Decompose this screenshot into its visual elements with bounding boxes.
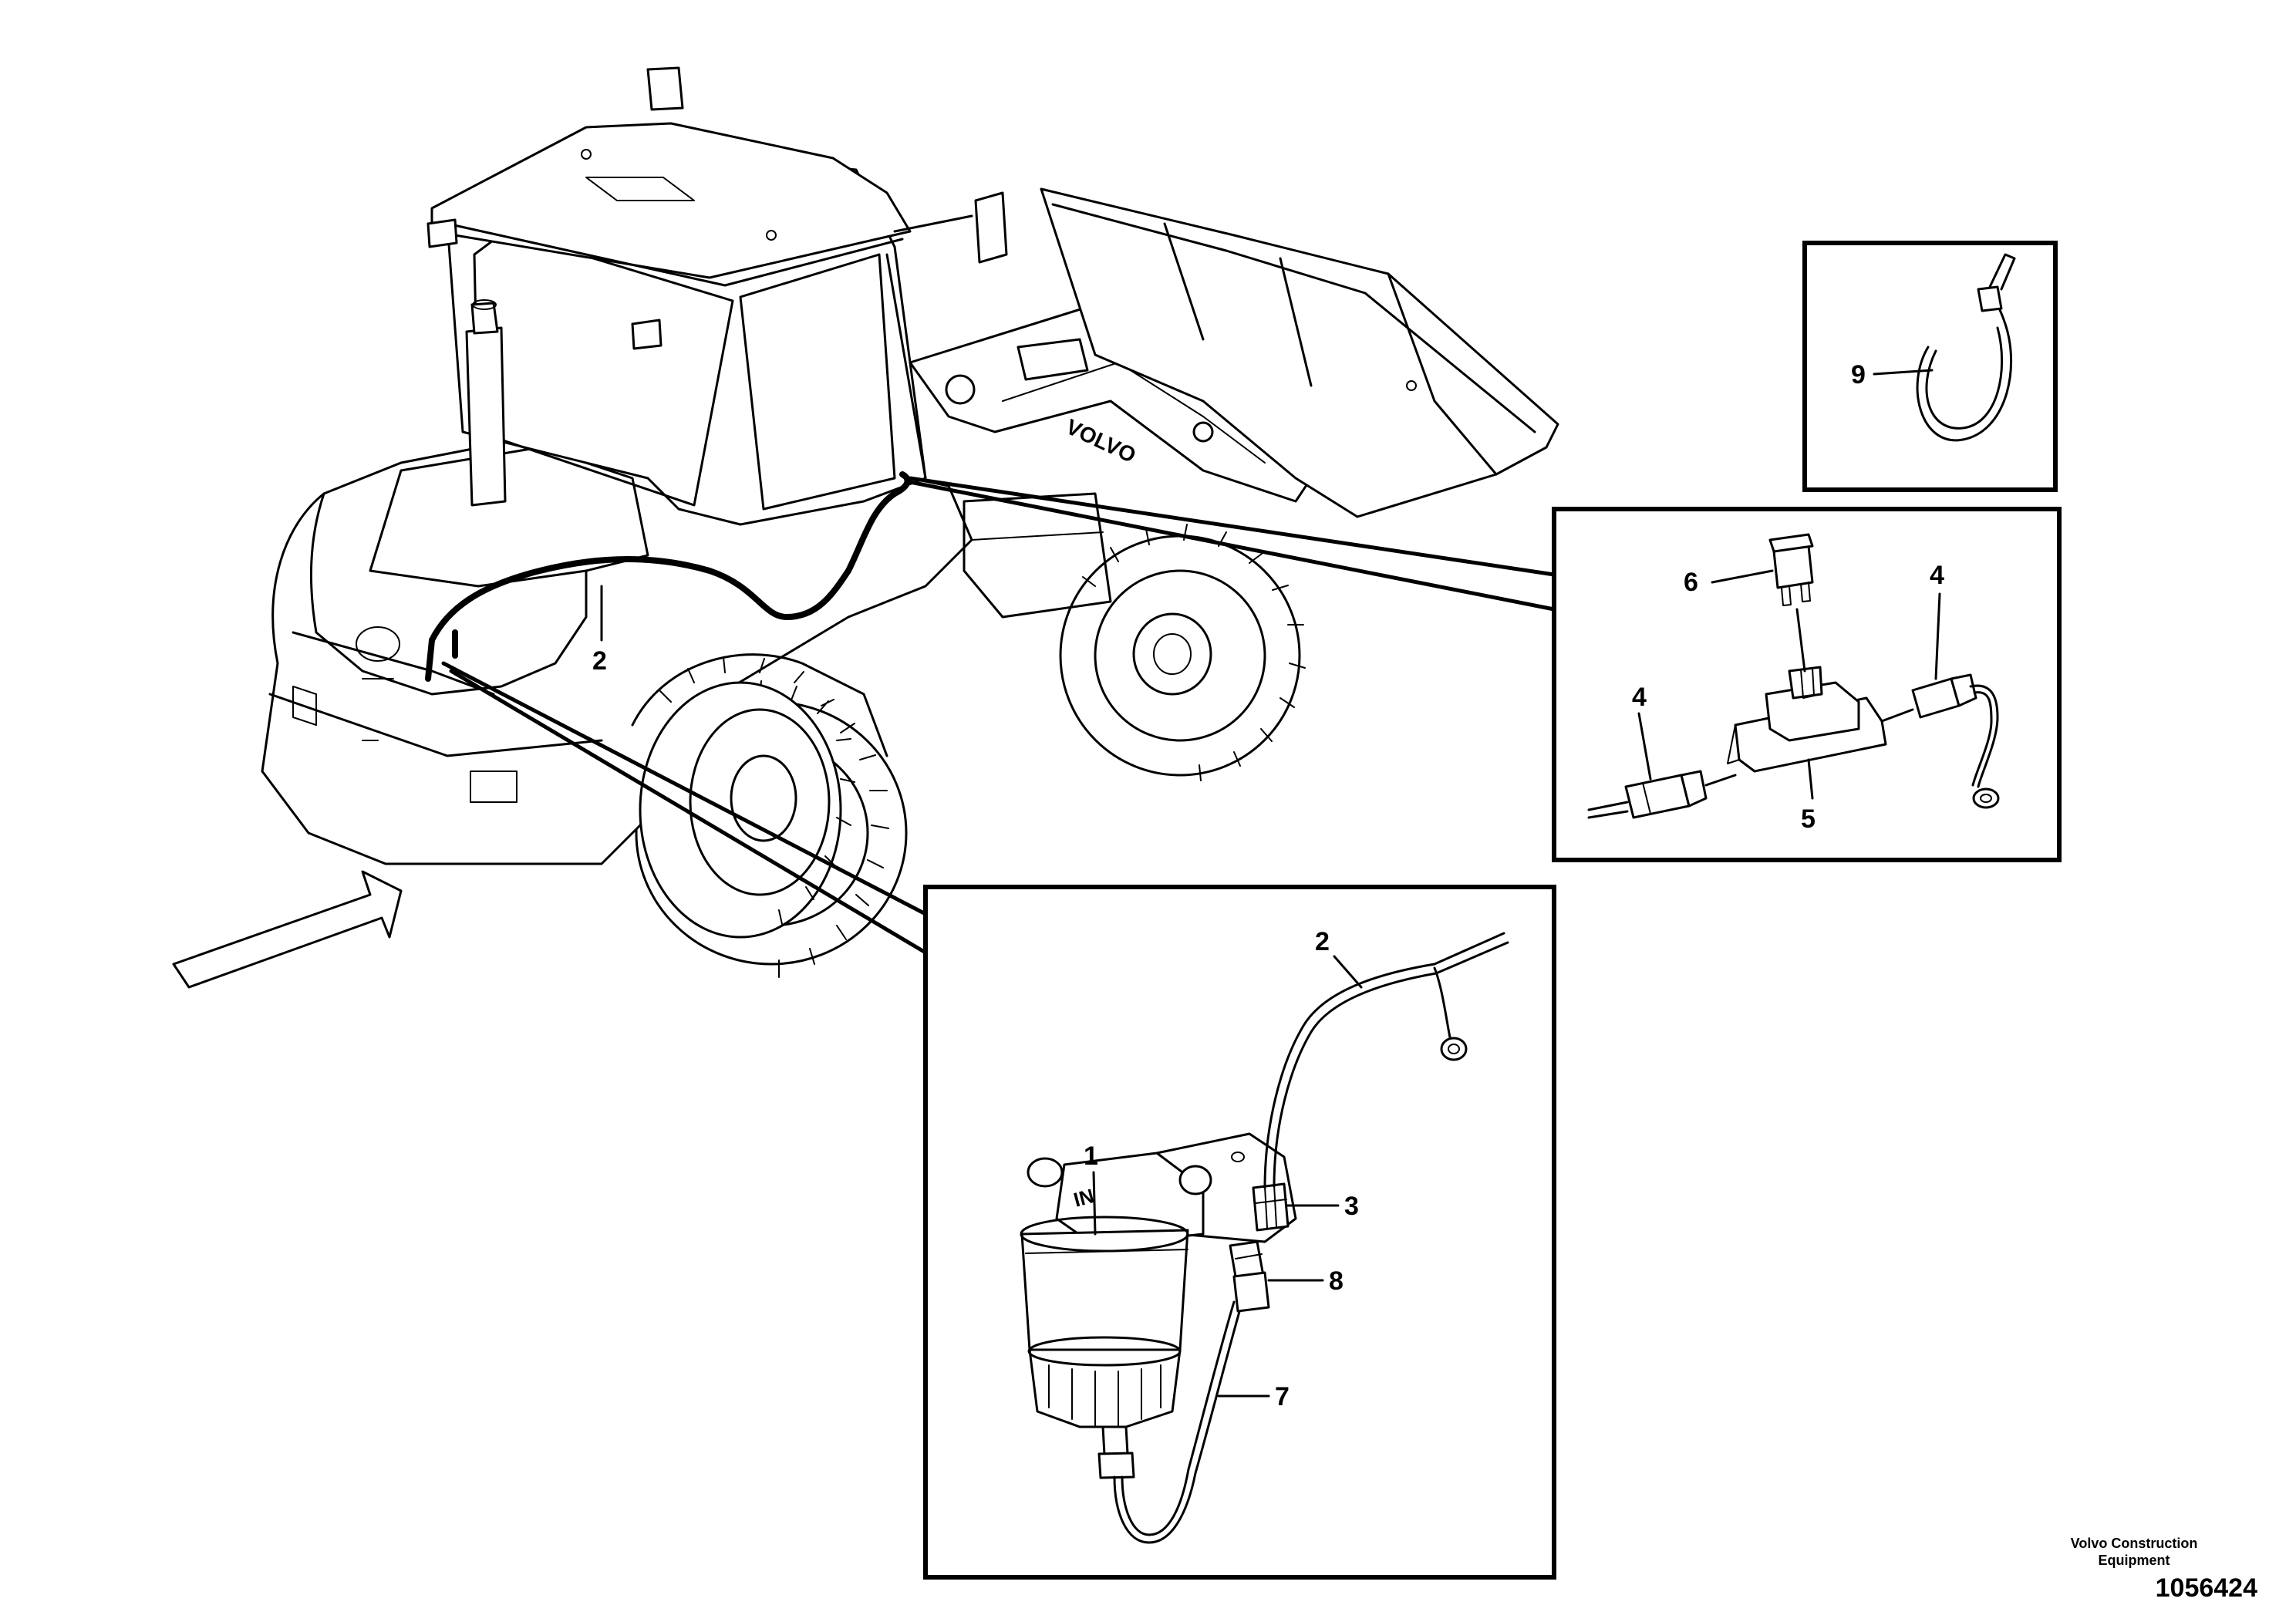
- harness-2-detail: [1263, 932, 1505, 1189]
- detail-box-fuel-filter: IN: [923, 885, 1556, 1580]
- callout-9: 9: [1851, 360, 1866, 389]
- connector-8: [1229, 1240, 1270, 1313]
- leader-5: [1807, 758, 1814, 800]
- callout-7: 7: [1275, 1382, 1290, 1411]
- fuse-holder: [1727, 666, 1887, 773]
- leader-6b: [1795, 608, 1806, 673]
- leader-4-right: [1934, 592, 1941, 680]
- blade-fuse: [1768, 533, 1814, 606]
- leader-1: [1092, 1171, 1097, 1236]
- sensor-cable: [1113, 1302, 1243, 1544]
- cab: [426, 66, 1008, 526]
- connector-3: [1252, 1182, 1290, 1232]
- wire-harness-on-machine: [429, 471, 911, 643]
- connector-left: [1624, 770, 1708, 819]
- connector-right: [1911, 673, 2000, 809]
- leader-4-left: [1637, 712, 1652, 781]
- leader-6: [1711, 569, 1774, 584]
- drawing-number: 1056424: [2155, 1573, 2257, 1603]
- fuel-filter: IN: [1020, 1132, 1297, 1479]
- callout-1: 1: [1084, 1141, 1098, 1171]
- callout-5: 5: [1801, 804, 1816, 834]
- callout-4-right: 4: [1930, 561, 1944, 590]
- callout-4-left: 4: [1632, 683, 1647, 712]
- detail-box-fuse-holder: 6 4 4 5: [1552, 507, 2062, 862]
- manufacturer-label: Volvo Construction Equipment: [2011, 1535, 2257, 1569]
- front-wheel-right: [1059, 524, 1306, 781]
- exhaust-stack: [465, 299, 507, 507]
- view-direction-arrow: [172, 870, 403, 989]
- callout-8: 8: [1329, 1266, 1344, 1296]
- wheel-loader-illustration: VOLVO: [261, 66, 1559, 978]
- bucket: [1040, 187, 1559, 518]
- zoom-lines-fuse-detail: [908, 476, 1556, 612]
- leader-9: [1873, 369, 1934, 376]
- manufacturer-line-1: Volvo Construction: [2070, 1536, 2198, 1551]
- cable-tie-icon: [1916, 253, 2016, 442]
- boom-brand-marking: VOLVO: [1062, 414, 1139, 467]
- callout-2-detail: 2: [1315, 927, 1330, 956]
- callout-2-machine: 2: [592, 646, 607, 676]
- manufacturer-line-2: Equipment: [2098, 1553, 2170, 1568]
- wire-harness-branch: [425, 637, 435, 682]
- leader-2-detail: [1333, 955, 1363, 989]
- callout-6: 6: [1684, 568, 1698, 597]
- callout-3: 3: [1344, 1192, 1359, 1221]
- detail-box-cable-tie: 9: [1802, 241, 2058, 492]
- zoom-lines-filter-detail: [441, 661, 928, 955]
